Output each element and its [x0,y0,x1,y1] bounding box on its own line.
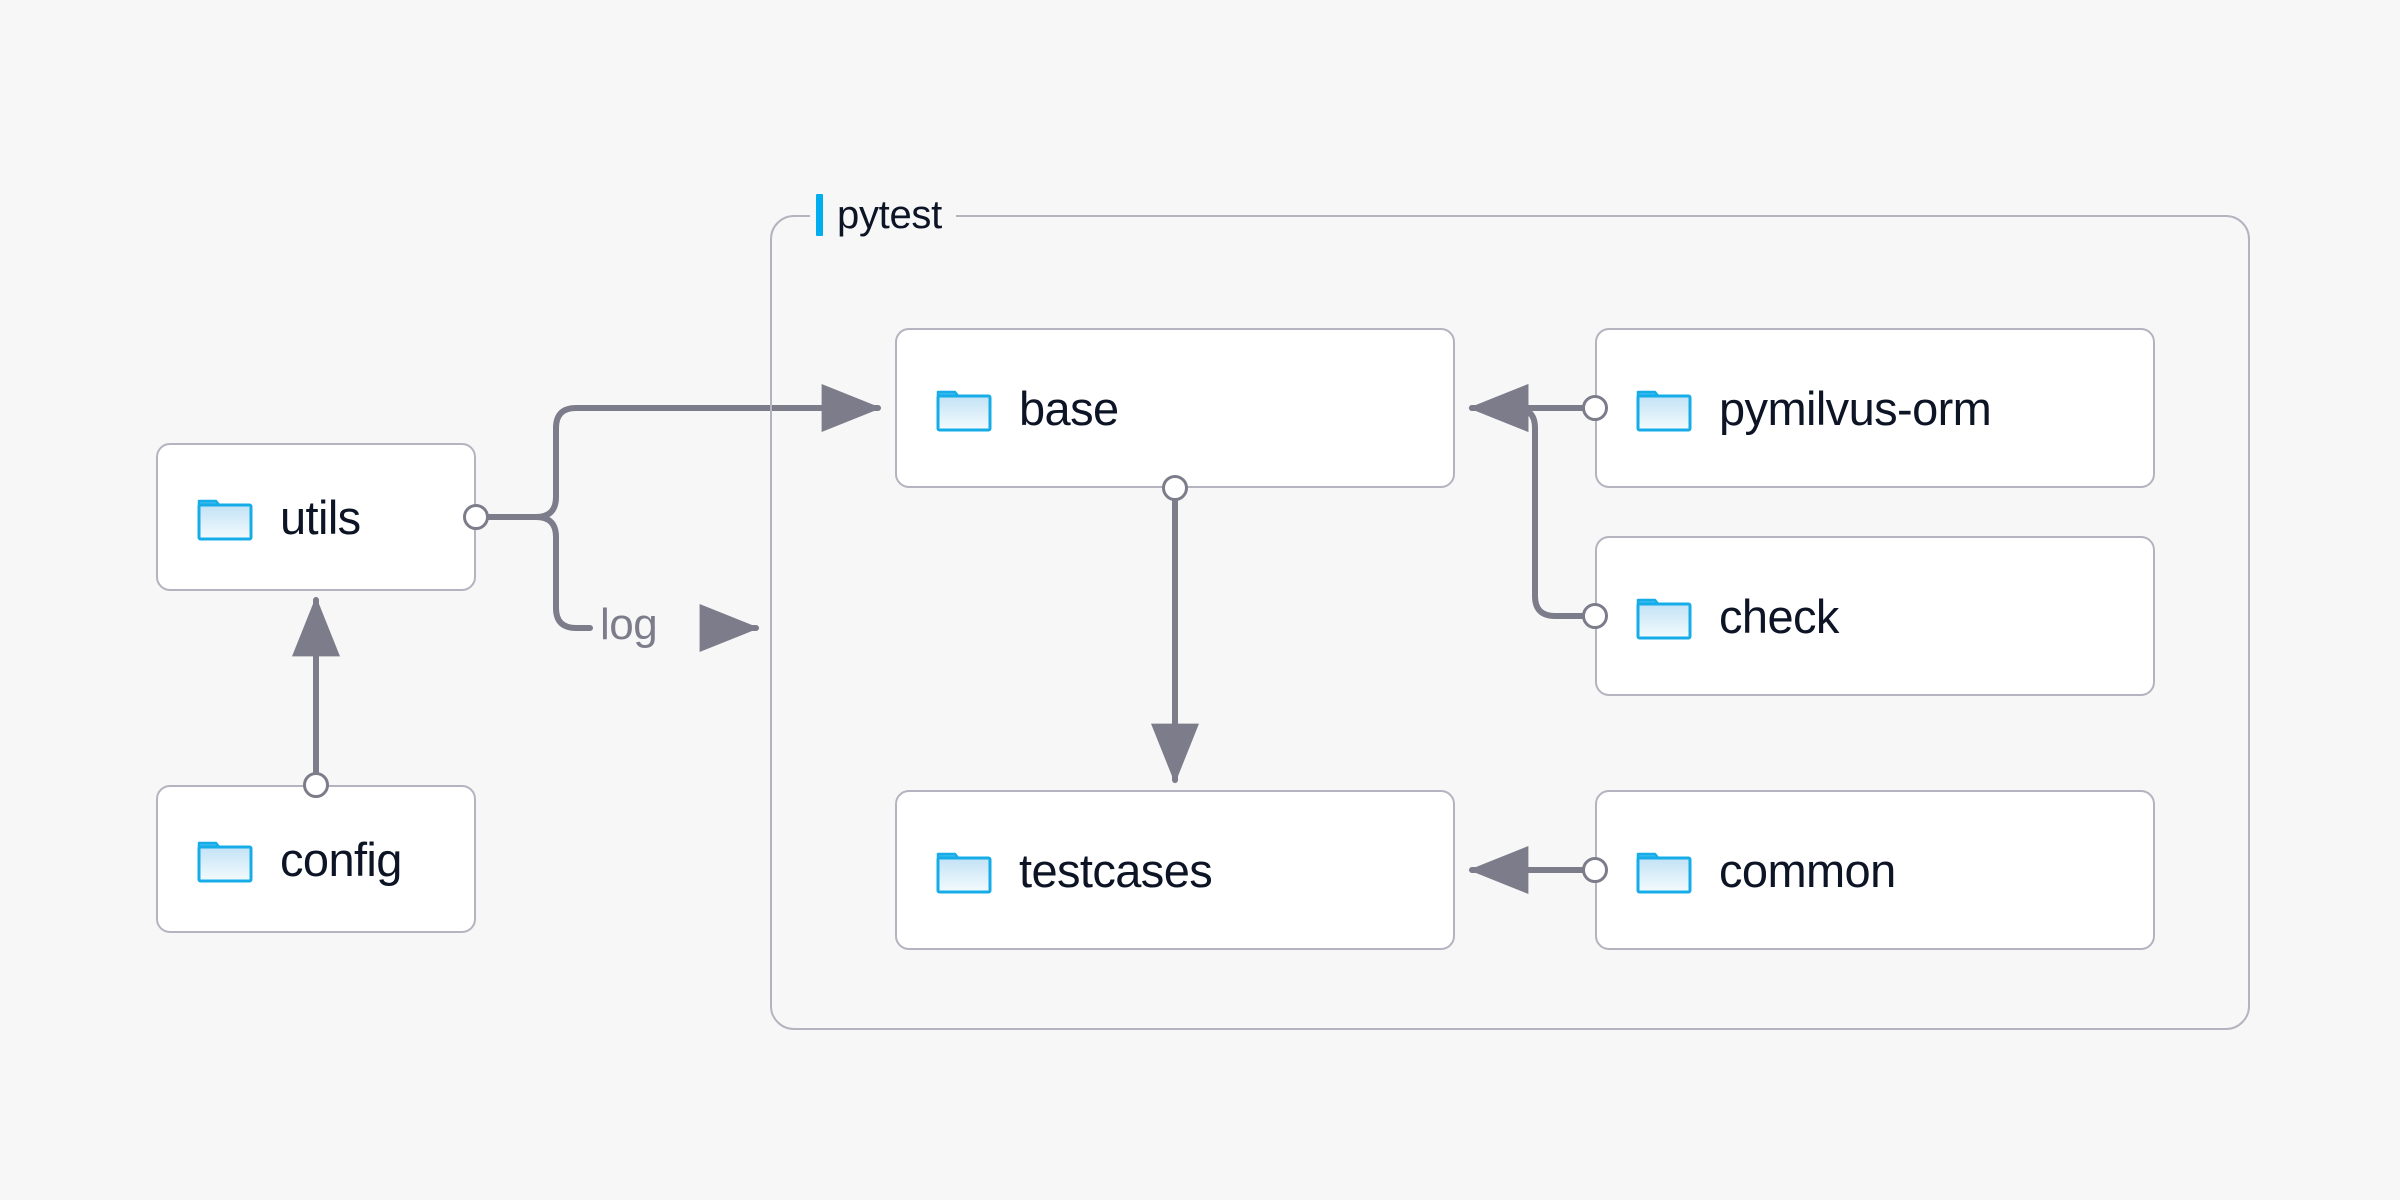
folder-icon [1636,598,1692,640]
port-config-top[interactable] [303,772,329,798]
node-label: config [280,832,402,886]
folder-icon [1636,390,1692,432]
node-utils[interactable]: utils [156,443,476,591]
folder-icon [1636,852,1692,894]
node-label: base [1019,381,1119,435]
node-label: utils [280,490,361,544]
folder-icon [197,499,253,541]
node-label: testcases [1019,843,1213,897]
group-pytest-label: pytest [810,189,956,241]
edge-utils-to-log [533,514,593,631]
node-label: pymilvus-orm [1719,381,1992,435]
group-accent-bar [816,194,823,236]
node-config[interactable]: config [156,785,476,933]
node-label: common [1719,843,1896,897]
port-utils-right[interactable] [463,504,489,530]
folder-icon [936,390,992,432]
folder-icon [197,841,253,883]
port-pymilvus-orm-left[interactable] [1582,395,1608,421]
group-title: pytest [837,193,942,237]
node-label: check [1719,589,1839,643]
node-check[interactable]: check [1595,536,2155,696]
folder-icon [936,852,992,894]
port-base-bottom[interactable] [1162,475,1188,501]
port-check-left[interactable] [1582,603,1608,629]
edge-label-log: log [600,600,658,650]
port-common-left[interactable] [1582,857,1608,883]
node-testcases[interactable]: testcases [895,790,1455,950]
edge-label-text: log [600,600,658,649]
group-pytest[interactable] [770,215,2250,1030]
node-base[interactable]: base [895,328,1455,488]
node-pymilvus-orm[interactable]: pymilvus-orm [1595,328,2155,488]
node-common[interactable]: common [1595,790,2155,950]
